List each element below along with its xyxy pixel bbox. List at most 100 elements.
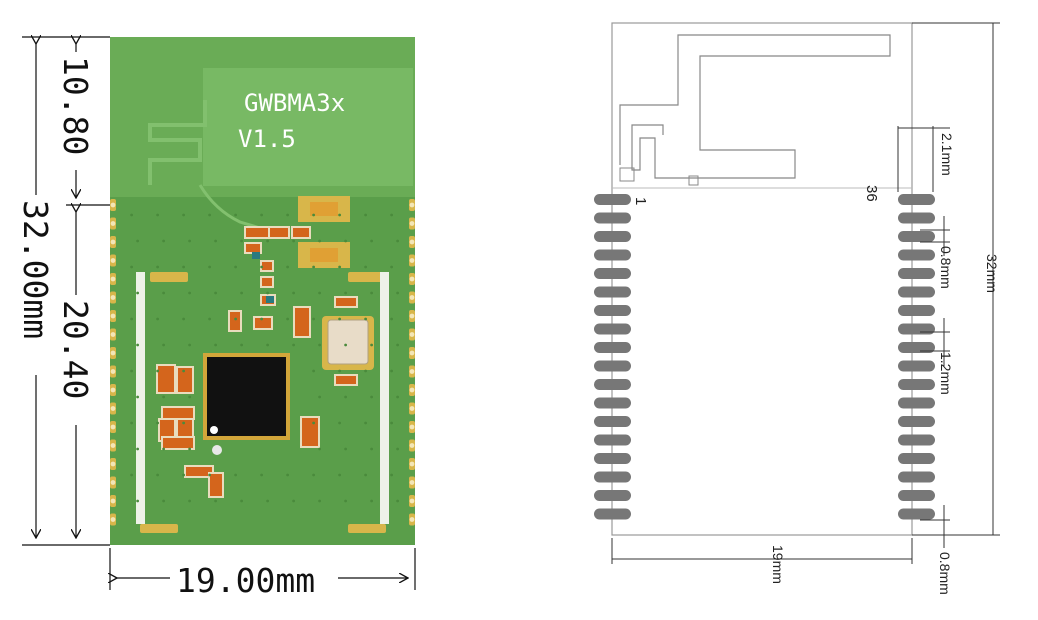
castellated-hole: [409, 313, 415, 319]
via: [234, 473, 238, 477]
via: [396, 447, 400, 451]
smd-component: [293, 228, 309, 237]
via: [344, 343, 348, 347]
via: [370, 343, 374, 347]
via: [396, 239, 400, 243]
via: [318, 239, 322, 243]
height-dimension: 32mm: [984, 254, 1000, 293]
footprint-pad: [594, 212, 631, 224]
footprint-pad: [898, 379, 935, 390]
via: [338, 317, 342, 321]
via: [234, 265, 238, 269]
qfn-chip: [207, 357, 286, 436]
via: [214, 499, 218, 503]
footprint-pad: [898, 508, 935, 520]
bottom-pad: [348, 524, 386, 533]
castellated-hole: [409, 461, 415, 467]
castellated-hole: [409, 517, 415, 522]
footprint-pad: [594, 453, 631, 464]
footprint-pad: [594, 397, 631, 409]
castellated-hole: [110, 517, 116, 522]
via: [188, 291, 192, 295]
smd-component: [302, 418, 318, 446]
via: [162, 447, 166, 451]
footprint-pad: [898, 323, 935, 335]
via: [214, 291, 218, 295]
via: [136, 499, 140, 503]
via: [364, 317, 368, 321]
antenna-trace: [148, 100, 207, 185]
castellated-hole: [110, 350, 116, 356]
via: [136, 291, 140, 295]
via: [292, 343, 296, 347]
smd-component: [262, 262, 272, 270]
edge-offset-dimension: 0.8mm: [937, 552, 953, 595]
footprint-pad: [898, 471, 935, 483]
via: [312, 213, 316, 217]
smd-component: [336, 298, 356, 306]
fiducial: [212, 445, 222, 455]
smd-component: [255, 318, 271, 328]
via: [292, 239, 296, 243]
footprint-pad: [594, 249, 631, 261]
via: [260, 473, 264, 477]
model-label: GWBMA3x: [244, 89, 345, 117]
footprint-pad: [898, 231, 935, 242]
via: [338, 369, 342, 373]
via: [344, 447, 348, 451]
footprint-width-dimension: 19mm: [770, 545, 786, 584]
via: [364, 265, 368, 269]
via: [364, 421, 368, 425]
via: [286, 317, 290, 321]
via: [390, 421, 394, 425]
via: [364, 473, 368, 477]
via: [188, 447, 192, 451]
via: [318, 447, 322, 451]
footprint-pad: [594, 342, 631, 353]
via: [188, 395, 192, 399]
via: [260, 213, 264, 217]
footprint-pad: [898, 397, 935, 409]
pin1-dot: [210, 426, 218, 434]
footprint-pad: [898, 360, 935, 372]
footprint-pad: [594, 490, 631, 501]
vias: [130, 213, 400, 503]
via: [390, 213, 394, 217]
smd-component: [210, 474, 222, 496]
body-height-dimension: 20.40: [56, 300, 95, 399]
castellated-hole: [110, 258, 116, 263]
via: [188, 343, 192, 347]
crystal: [327, 319, 369, 365]
footprint-pad: [594, 434, 631, 446]
antenna-height-dimension: 10.80: [56, 56, 95, 155]
smd-component: [246, 244, 260, 252]
via: [266, 343, 270, 347]
smd-component: [246, 228, 270, 237]
smd-component: [262, 278, 272, 286]
via: [182, 369, 186, 373]
castellated-hole: [110, 406, 116, 411]
via: [136, 447, 140, 451]
via: [370, 499, 374, 503]
smd-component: [230, 312, 240, 330]
footprint-pad: [594, 323, 631, 335]
smd-component: [158, 366, 174, 392]
pad-width-dimension: 2.1mm: [939, 133, 955, 176]
castellated-hole: [110, 498, 116, 504]
via: [286, 213, 290, 217]
via: [234, 213, 238, 217]
total-height-dimension: 32.00mm: [16, 200, 55, 339]
via: [188, 239, 192, 243]
via: [396, 291, 400, 295]
footprint-pad: [898, 342, 935, 353]
castellated-hole: [409, 276, 415, 282]
via: [318, 499, 322, 503]
via: [182, 317, 186, 321]
smd-component: [295, 308, 309, 336]
version-label: V1.5: [238, 125, 296, 153]
via: [338, 213, 342, 217]
via: [344, 499, 348, 503]
castellated-hole: [409, 406, 415, 411]
castellated-hole: [110, 239, 116, 245]
